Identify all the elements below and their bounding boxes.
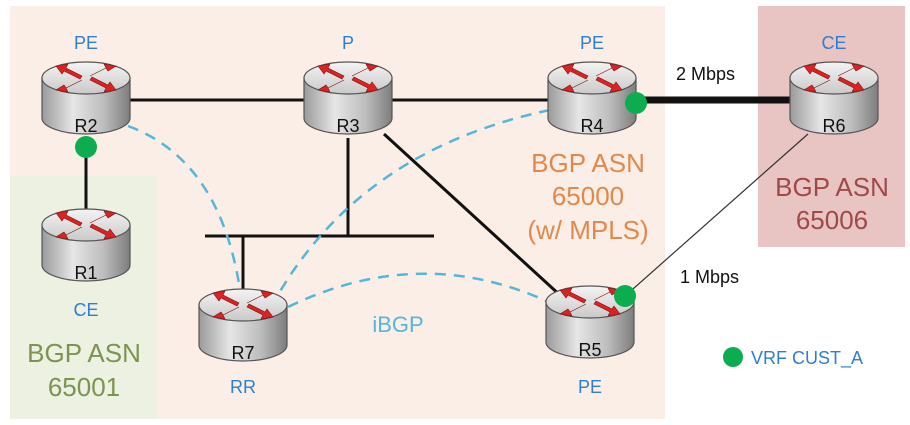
router-role: PE [578, 377, 602, 397]
link-r5-r6 [624, 133, 809, 297]
router-role: CE [73, 300, 98, 320]
asn-65000-line3: (w/ MPLS) [527, 215, 648, 245]
router-name: R5 [578, 340, 601, 360]
asn-65006-line2: 65006 [796, 205, 868, 235]
asn-65000-line1: BGP ASN [531, 148, 645, 178]
legend-vrf-marker [723, 347, 743, 367]
asn-65001-line2: 65001 [48, 372, 120, 402]
router-name: R7 [231, 343, 254, 363]
router-r4: R4 PE [547, 33, 637, 136]
r4-r6-bandwidth-label: 2 Mbps [676, 64, 735, 84]
vrf-markers [75, 92, 647, 307]
ibgp-label: iBGP [372, 312, 423, 337]
router-name: R2 [74, 116, 97, 136]
ibgp-r2-r7 [127, 124, 242, 291]
router-r3: R3 P [303, 33, 393, 136]
router-role: CE [821, 33, 846, 53]
router-role: PE [580, 33, 604, 53]
router-role: PE [74, 33, 98, 53]
ibgp-sessions [127, 108, 556, 312]
asn-65001-line1: BGP ASN [27, 338, 141, 368]
router-name: R4 [580, 116, 603, 136]
router-name: R1 [74, 263, 97, 283]
router-role: P [342, 33, 354, 53]
router-role: RR [230, 377, 256, 397]
ibgp-r4-r7 [273, 108, 551, 301]
physical-links [84, 96, 809, 299]
vrf-marker-r2 [75, 136, 97, 158]
ibgp-r5-r7 [281, 272, 556, 312]
router-name: R3 [336, 116, 359, 136]
link-r3-r5 [382, 132, 564, 299]
asn-65006-line1: BGP ASN [775, 172, 889, 202]
legend: VRF CUST_A [723, 347, 863, 369]
asn-65000-line2: 65000 [552, 181, 624, 211]
router-name: R6 [822, 116, 845, 136]
vrf-marker-r4 [625, 92, 647, 114]
r5-r6-bandwidth-label: 1 Mbps [680, 267, 739, 287]
router-r6: R6 CE [789, 33, 879, 136]
legend-vrf-label: VRF CUST_A [751, 348, 863, 369]
vrf-marker-r5 [614, 285, 636, 307]
router-r2: R2 PE [41, 33, 131, 136]
